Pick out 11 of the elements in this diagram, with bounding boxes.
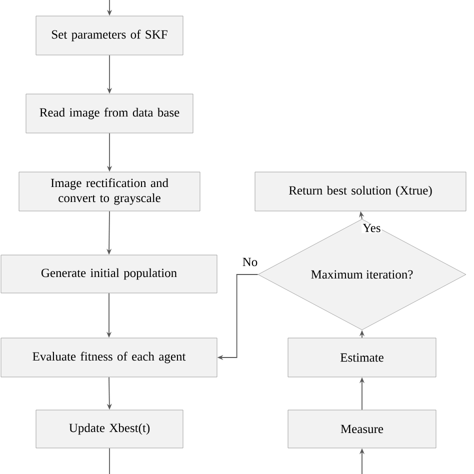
edge-label: No [241,256,259,268]
process-box: Estimate [288,338,436,378]
process-box: Measure [288,410,436,448]
process-box: Return best solution (Xtrue) [254,172,466,212]
process-box: Set parameters of SKF [36,16,184,56]
process-box: Update Xbest(t) [36,410,184,448]
process-box: Read image from data base [26,94,194,134]
process-box: Evaluate fitness of each agent [0,338,218,378]
edge-label: Yes [362,222,382,234]
process-box: Generate initial population [0,254,218,294]
process-box: Image rectification and convert to grayscale [18,172,200,212]
